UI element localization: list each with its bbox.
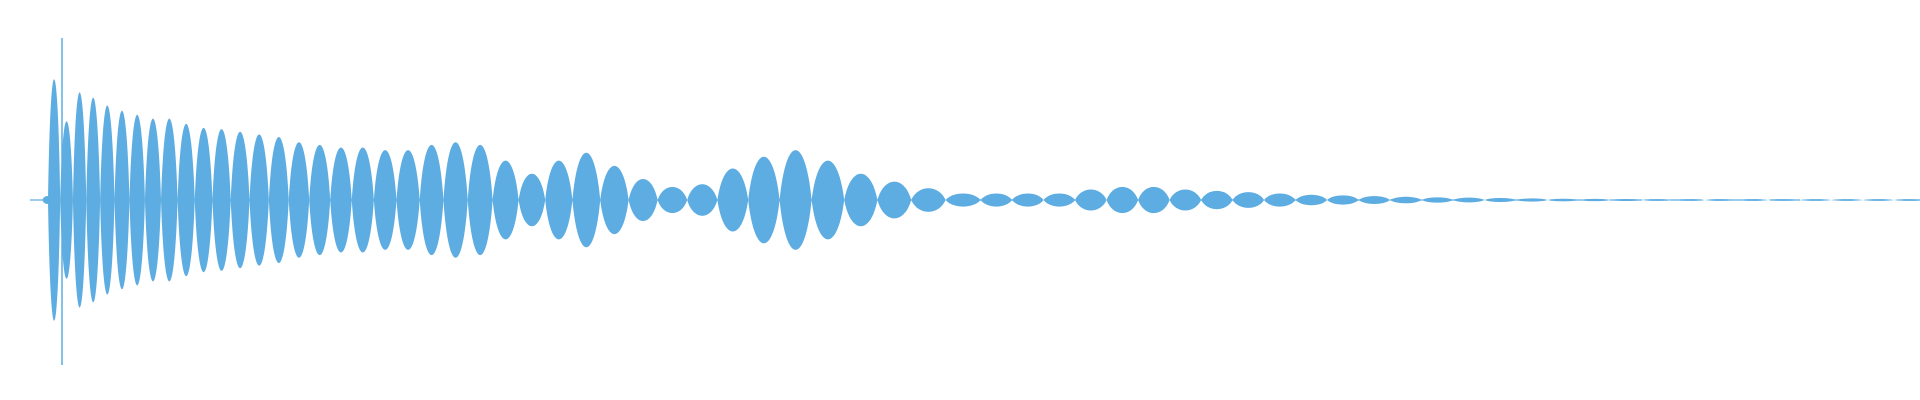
waveform-lobe bbox=[48, 79, 61, 321]
waveform-lobes bbox=[42, 38, 1920, 365]
waveform-lobe bbox=[518, 173, 546, 227]
waveform-lobe bbox=[194, 127, 213, 273]
waveform-lobe bbox=[1264, 193, 1296, 207]
waveform-lobe bbox=[1232, 192, 1265, 208]
waveform-lobe bbox=[249, 134, 269, 266]
waveform-lobe bbox=[1673, 199, 1706, 201]
waveform-lobe bbox=[1579, 198, 1611, 202]
waveform-lobe bbox=[1075, 189, 1107, 211]
waveform-lobe bbox=[572, 152, 601, 248]
waveform-lobe bbox=[717, 168, 749, 232]
waveform-lobe bbox=[1138, 186, 1170, 214]
waveform-lobe bbox=[1831, 199, 1863, 201]
waveform-lobe bbox=[443, 142, 468, 258]
waveform-lobe bbox=[1547, 198, 1580, 202]
waveform-lobe bbox=[288, 142, 310, 258]
waveform-lobe bbox=[1484, 198, 1517, 202]
waveform-lobe bbox=[811, 160, 845, 240]
waveform-lobe bbox=[779, 150, 812, 250]
waveform-lobe bbox=[687, 184, 718, 216]
waveform-lobe bbox=[628, 179, 658, 221]
waveform-lobe bbox=[1012, 193, 1044, 207]
waveform-lobe bbox=[129, 114, 145, 286]
waveform-lobe bbox=[980, 193, 1013, 207]
waveform-lobe bbox=[1043, 193, 1076, 207]
waveform-lobe bbox=[161, 118, 178, 282]
waveform-lobe bbox=[1390, 196, 1422, 204]
waveform-lobe bbox=[877, 181, 912, 219]
waveform-lobe bbox=[1736, 199, 1769, 201]
waveform-lobe bbox=[911, 188, 946, 212]
waveform-lobe bbox=[100, 105, 115, 295]
waveform-lobe bbox=[373, 150, 397, 250]
waveform-lobe bbox=[177, 123, 195, 277]
waveform-lobe bbox=[1768, 199, 1800, 201]
waveform-lobe bbox=[212, 129, 231, 271]
waveform-lobe bbox=[1169, 189, 1202, 211]
waveform-lobe bbox=[230, 131, 250, 269]
waveform-lobe bbox=[1516, 198, 1548, 202]
waveform-lobe bbox=[396, 150, 420, 250]
waveform-lobe bbox=[309, 144, 331, 256]
waveform-lobe bbox=[268, 137, 289, 263]
waveform-lobe bbox=[1106, 186, 1139, 214]
waveform-lobe bbox=[1295, 194, 1328, 206]
waveform-lobe bbox=[1862, 199, 1895, 201]
waveform-lobe bbox=[144, 118, 161, 282]
waveform-lobe bbox=[1453, 197, 1485, 203]
waveform-lobe bbox=[114, 110, 130, 290]
waveform-lobe bbox=[492, 160, 519, 240]
waveform-lobe bbox=[748, 156, 780, 244]
waveform-lobe bbox=[1705, 199, 1737, 201]
waveform-lobe bbox=[1201, 190, 1233, 210]
waveform-lobe bbox=[419, 144, 444, 256]
waveform-lobe bbox=[1421, 197, 1454, 203]
waveform-lobe bbox=[351, 147, 374, 253]
waveform-lobe bbox=[945, 193, 981, 207]
waveform-lobe bbox=[60, 121, 73, 279]
waveform-lobe bbox=[1358, 196, 1391, 204]
waveform-lobe bbox=[330, 147, 352, 253]
waveform-lobe bbox=[1610, 198, 1643, 202]
waveform-lobe bbox=[844, 173, 878, 227]
waveform-lobe bbox=[657, 186, 688, 214]
waveform-lobe bbox=[545, 160, 573, 240]
waveform-lobe bbox=[600, 165, 629, 235]
waveform-lobe bbox=[86, 97, 101, 303]
waveform-lobe bbox=[1799, 199, 1832, 201]
waveform-lobe bbox=[1642, 199, 1674, 201]
waveform-lobe bbox=[467, 144, 493, 256]
waveform-lobe bbox=[1894, 199, 1920, 201]
waveform-lobe bbox=[72, 92, 87, 308]
waveform-lobe bbox=[1327, 195, 1359, 205]
